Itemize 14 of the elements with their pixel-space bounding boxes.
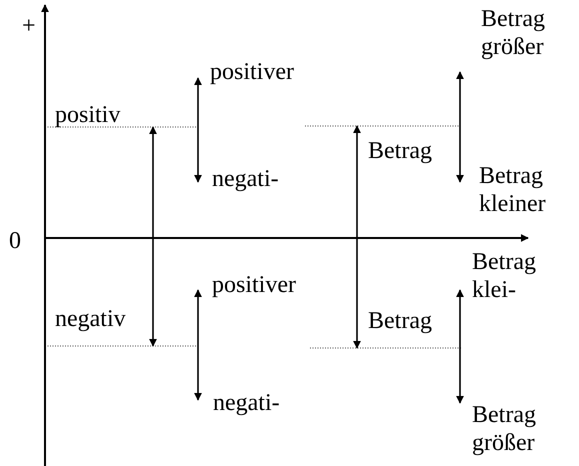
annotation-text: negativ: [55, 305, 126, 333]
axis-label: +: [22, 12, 36, 40]
annotation-text: Betrag größer: [481, 5, 546, 61]
annotation-text: negati-: [213, 389, 280, 417]
annotation-text: positiver: [210, 58, 294, 86]
annotation-text: negati-: [212, 165, 279, 193]
annotation-text: positiver: [212, 271, 296, 299]
annotation-text: Betrag: [368, 307, 432, 335]
annotation-text: positiv: [55, 101, 120, 129]
axis-label: 0: [9, 227, 21, 255]
annotation-text: Betrag klei-: [472, 248, 537, 304]
annotation-text: Betrag größer: [472, 401, 537, 457]
annotation-text: Betrag kleiner: [479, 162, 547, 218]
annotation-text: Betrag: [368, 137, 432, 165]
